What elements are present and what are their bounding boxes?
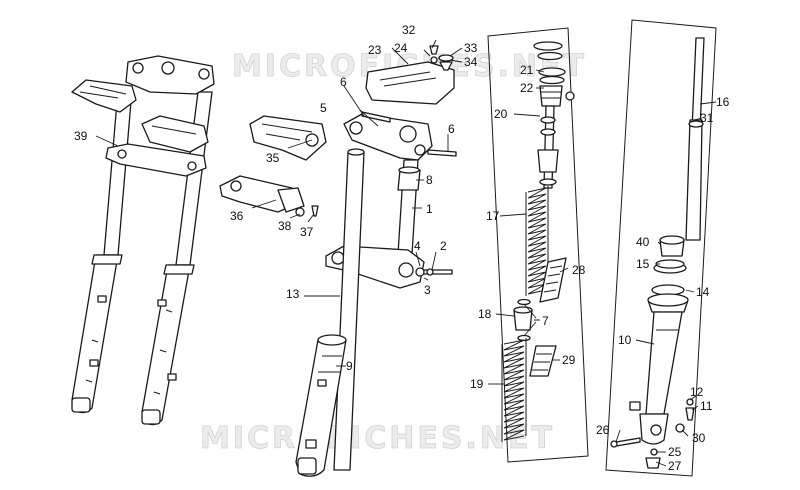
callout-25: 25 <box>668 445 682 459</box>
assembled-fork <box>71 55 215 426</box>
callout-32: 32 <box>402 23 416 37</box>
callout-labels: 1 2 3 4 5 6 6 7 8 9 10 11 12 13 14 15 16… <box>74 23 730 473</box>
callout-33: 33 <box>464 41 478 55</box>
callout-16: 16 <box>716 95 730 109</box>
steering-yokes <box>219 45 457 477</box>
callout-23: 23 <box>368 43 382 57</box>
damper-assembly <box>605 19 717 477</box>
callout-39: 39 <box>74 129 88 143</box>
callout-27: 27 <box>668 459 682 473</box>
callout-22: 22 <box>520 81 534 95</box>
fork-internals <box>487 27 589 463</box>
callout-31: 31 <box>700 111 714 125</box>
callout-36: 36 <box>230 209 244 223</box>
callout-18: 18 <box>478 307 492 321</box>
callout-3: 3 <box>424 283 431 297</box>
callout-4: 4 <box>414 239 421 253</box>
callout-35: 35 <box>266 151 280 165</box>
callout-40: 40 <box>636 235 650 249</box>
callout-6-right: 6 <box>448 122 455 136</box>
callout-26: 26 <box>596 423 610 437</box>
callout-9: 9 <box>346 359 353 373</box>
watermark-bottom: MICROFICHES.NET <box>200 421 555 456</box>
callout-37: 37 <box>300 225 314 239</box>
callout-10: 10 <box>618 333 632 347</box>
callout-38: 38 <box>278 219 292 233</box>
callout-34: 34 <box>464 55 478 69</box>
callout-24: 24 <box>394 41 408 55</box>
callout-7: 7 <box>542 314 549 328</box>
callout-5: 5 <box>320 101 327 115</box>
callout-20: 20 <box>494 107 508 121</box>
leader-lines <box>95 39 717 467</box>
callout-15: 15 <box>636 257 650 271</box>
callout-11: 11 <box>700 399 713 413</box>
callout-13: 13 <box>286 287 300 301</box>
callout-28: 28 <box>572 263 586 277</box>
callout-2: 2 <box>440 239 447 253</box>
callout-6-upper: 6 <box>340 75 347 89</box>
callout-1: 1 <box>426 202 433 216</box>
callout-29: 29 <box>562 353 576 367</box>
callout-8: 8 <box>426 173 433 187</box>
callout-19: 19 <box>470 377 484 391</box>
callout-30: 30 <box>692 431 706 445</box>
callout-12: 12 <box>690 385 704 399</box>
callout-21: 21 <box>520 63 534 77</box>
callout-17: 17 <box>486 209 500 223</box>
callout-14: 14 <box>696 285 710 299</box>
